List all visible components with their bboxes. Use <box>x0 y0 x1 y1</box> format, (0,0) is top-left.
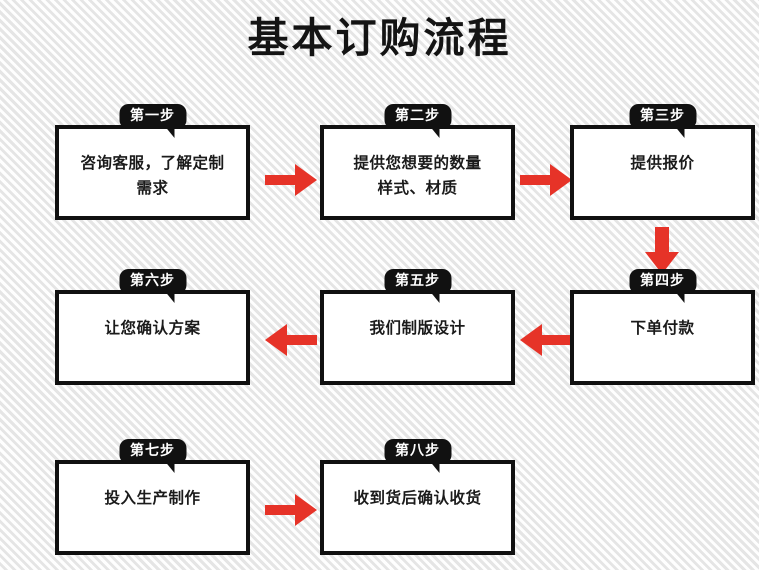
arrow-step7-to-step8 <box>263 490 319 530</box>
arrow-step5-to-step6 <box>263 320 319 360</box>
step-label-6: 让您确认方案 <box>104 319 201 337</box>
page-title: 基本订购流程 <box>247 14 512 62</box>
step-card-4[interactable]: 第四步 下单付款 <box>570 269 755 385</box>
step-box-2 <box>320 125 515 220</box>
step-card-5[interactable]: 第五步 我们制版设计 <box>320 269 515 385</box>
arrow-step1-to-step2 <box>263 160 319 200</box>
step-badge-icon-2: 第二步 <box>384 104 451 138</box>
step-card-6[interactable]: 第六步 让您确认方案 <box>55 269 250 385</box>
step-label-5: 我们制版设计 <box>369 319 466 337</box>
step-card-8[interactable]: 第八步 收到货后确认收货 <box>320 439 515 555</box>
step-label-3: 提供报价 <box>630 154 695 172</box>
arrow-step2-to-step3 <box>518 160 574 200</box>
step-badge-icon-4: 第四步 <box>629 269 696 303</box>
step-badge-icon-3: 第三步 <box>629 104 696 138</box>
step-box-4 <box>570 290 755 385</box>
step-card-2[interactable]: 第二步 提供您想要的数量 样式、材质 <box>320 104 515 220</box>
arrow-step4-to-step5 <box>518 320 574 360</box>
step-badge-icon-7: 第七步 <box>119 439 186 473</box>
step-box-6 <box>55 290 250 385</box>
step-label-8: 收到货后确认收货 <box>353 489 482 507</box>
step-badge-icon-1: 第一步 <box>119 104 186 138</box>
step-label-7: 投入生产制作 <box>104 489 201 507</box>
step-label-2: 提供您想要的数量 样式、材质 <box>353 154 482 197</box>
step-badge-icon-8: 第八步 <box>384 439 451 473</box>
step-badge-icon-6: 第六步 <box>119 269 186 303</box>
step-label-1: 咨询客服，了解定制 需求 <box>80 154 225 197</box>
step-badge-icon-5: 第五步 <box>384 269 451 303</box>
step-card-3[interactable]: 第三步 提供报价 <box>570 104 755 220</box>
step-card-7[interactable]: 第七步 投入生产制作 <box>55 439 250 555</box>
arrow-step3-to-step4 <box>641 226 683 276</box>
step-label-4: 下单付款 <box>630 319 695 337</box>
step-box-3 <box>570 125 755 220</box>
step-card-1[interactable]: 第一步 咨询客服，了解定制 需求 <box>55 104 250 220</box>
